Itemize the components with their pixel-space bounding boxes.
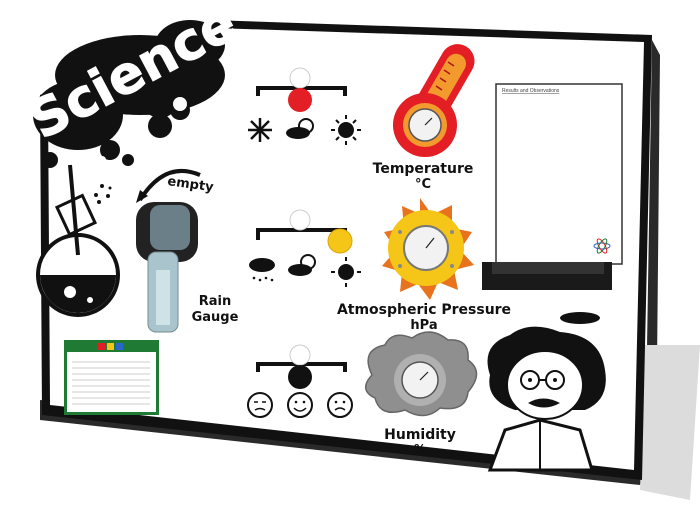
- rain-gauge-dial-text: empty: [166, 174, 215, 195]
- scientist-illustration: [487, 326, 606, 472]
- temperature-unit: °C: [415, 177, 431, 192]
- sun-icon-2: [331, 257, 361, 287]
- sun-icon: [331, 115, 361, 145]
- whiteboard[interactable]: [495, 83, 623, 265]
- temperature-dial[interactable]: [256, 67, 347, 112]
- hygrometer-instrument[interactable]: [365, 331, 478, 417]
- whiteboard-title: Results and Observations: [502, 88, 560, 94]
- thermometer-instrument[interactable]: [393, 38, 481, 157]
- flask-icon: [36, 164, 120, 317]
- rain-cloud-icon: [249, 258, 275, 282]
- barometer-instrument[interactable]: [382, 198, 474, 300]
- tired-face-icon: [247, 392, 273, 418]
- humidity-unit: %: [414, 442, 426, 456]
- panel-ground-shadow: [640, 345, 700, 500]
- happy-face-icon: [287, 392, 313, 418]
- pen-tray[interactable]: [482, 262, 612, 324]
- pressure-label: Atmospheric Pressure: [337, 302, 511, 318]
- partly-sunny-icon-2: [288, 254, 316, 276]
- atom-icon: [593, 238, 611, 254]
- science-title-cloud: [33, 20, 225, 168]
- partly-sunny-icon: [286, 118, 314, 139]
- temperature-dial-indicator[interactable]: [288, 88, 312, 112]
- mood-dial[interactable]: [256, 344, 347, 389]
- bubbles-decoration: [94, 184, 112, 204]
- pressure-unit: hPa: [410, 318, 437, 333]
- weather-dial-indicator[interactable]: [327, 228, 353, 254]
- rain-gauge-label-line1: Rain: [199, 294, 232, 309]
- humidity-label: Humidity: [384, 427, 456, 443]
- rain-gauge-label-line2: Gauge: [192, 310, 239, 325]
- instruction-card: [64, 340, 159, 415]
- snowflake-icon: [248, 118, 272, 142]
- weather-dial[interactable]: [256, 209, 353, 254]
- mood-dial-indicator[interactable]: [288, 365, 312, 389]
- worried-face-icon: [327, 392, 353, 418]
- temperature-label: Temperature: [373, 161, 474, 177]
- rain-gauge[interactable]: [136, 169, 201, 333]
